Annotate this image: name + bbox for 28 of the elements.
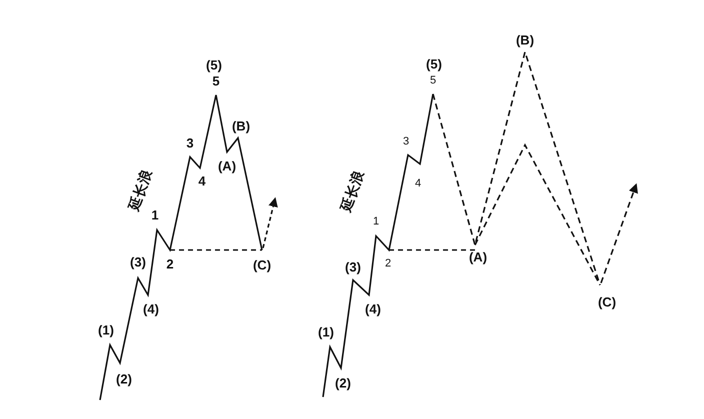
- wave-annotation: 延长浪: [126, 168, 154, 212]
- wave-label: (3): [130, 256, 146, 268]
- wave-label: 4: [198, 174, 206, 188]
- wave-label: (5): [426, 58, 442, 70]
- wave-label: (2): [116, 372, 132, 386]
- wave-label: (5): [206, 58, 222, 72]
- wave-label: (3): [345, 260, 361, 274]
- wave-label: (4): [143, 302, 159, 316]
- wave-label: 1: [372, 216, 380, 228]
- wave-label: (A): [468, 250, 488, 264]
- wave-label: (2): [335, 376, 351, 390]
- wave-label: (1): [98, 324, 114, 336]
- wave-label: (A): [218, 160, 236, 172]
- wave-label: (B): [516, 34, 534, 46]
- wave-label: 1: [151, 208, 159, 222]
- wave-label: 5: [430, 76, 436, 86]
- wave-label: (C): [598, 296, 616, 308]
- wave-label: (4): [365, 302, 381, 316]
- wave-label: 2: [384, 258, 392, 270]
- wave-label: 3: [402, 136, 410, 148]
- wave-annotation: 延长浪: [338, 168, 366, 214]
- wave-label: (B): [232, 120, 250, 132]
- wave-label: 5: [212, 74, 220, 88]
- wave-label: (C): [252, 258, 272, 272]
- wave-label: 2: [166, 258, 174, 270]
- wave-label: (1): [318, 326, 334, 338]
- wave-label: 3: [186, 136, 194, 150]
- wave-label: 4: [414, 178, 422, 190]
